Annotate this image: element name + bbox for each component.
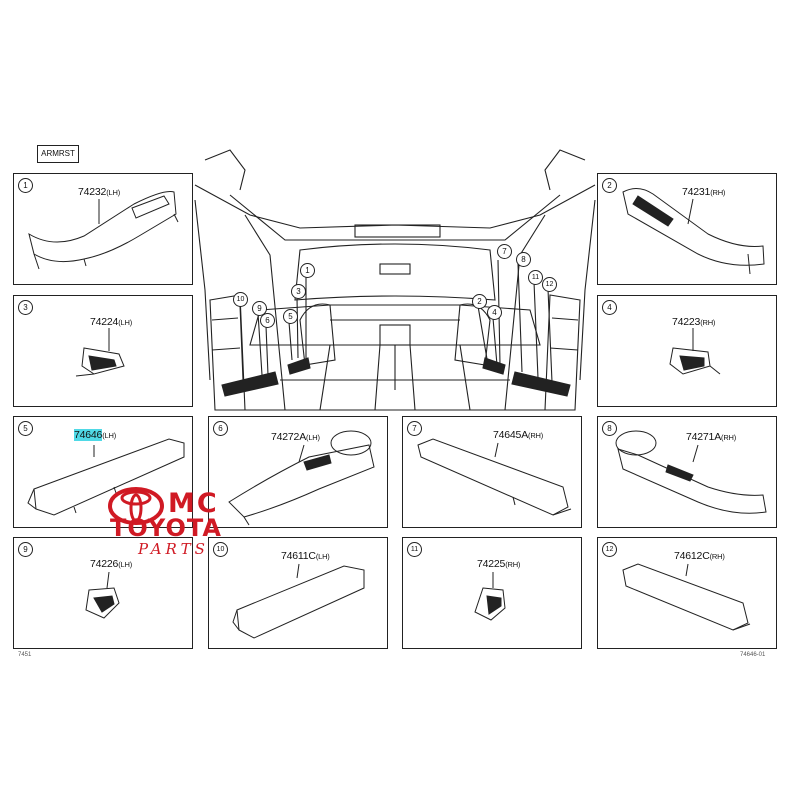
callout-10: 10 (233, 292, 248, 307)
highlighted-part-code: 74646 (74, 429, 103, 441)
panel-number: 1 (18, 178, 33, 193)
panel-number: 4 (602, 300, 617, 315)
part-number: 74225(RH) (477, 558, 521, 570)
panel-12[interactable]: 12 74612C(RH) (597, 537, 777, 649)
panel-1[interactable]: 1 74232(LH) (13, 173, 193, 285)
watermark-toyota: TOYOTA (110, 514, 222, 542)
part-number: 74226(LH) (90, 558, 132, 570)
bezel-lh-icon (75, 328, 125, 377)
callout-8: 8 (516, 252, 531, 267)
footer-left: 7451 (18, 652, 32, 658)
scuff-plate-rh-icon (417, 438, 572, 516)
callout-7: 7 (497, 244, 512, 259)
armrest-base-lh-icon (228, 430, 375, 526)
callout-11: 11 (528, 270, 543, 285)
panel-2[interactable]: 2 74231(RH) (597, 173, 777, 285)
part-number: 74224(LH) (90, 316, 132, 328)
part-number: 74223(RH) (672, 316, 716, 328)
watermark-parts: PARTS (138, 540, 209, 558)
panel-6[interactable]: 6 74272A(LH) (208, 416, 388, 528)
diagram-tag: ARMRST (37, 145, 79, 163)
panel-8[interactable]: 8 74271A(RH) (597, 416, 777, 528)
part-number: 74272A(LH) (271, 431, 320, 443)
panel-number: 5 (18, 421, 33, 436)
panel-number: 3 (18, 300, 33, 315)
callout-3: 3 (291, 284, 306, 299)
panel-5[interactable]: 5 74646(LH) (13, 416, 193, 528)
part-number: 74271A(RH) (686, 431, 737, 443)
callout-9: 9 (252, 301, 267, 316)
toyota-emblem-icon (108, 487, 164, 525)
panel-number: 8 (602, 421, 617, 436)
panel-number: 7 (407, 421, 422, 436)
armrest-base-rh-icon (615, 430, 767, 514)
cover-rh-icon (474, 572, 506, 621)
part-number: 74232(LH) (78, 186, 120, 198)
panel-number: 11 (407, 542, 422, 557)
step-cover-lh-icon (232, 563, 365, 639)
panel-10[interactable]: 10 74611C(LH) (208, 537, 388, 649)
armrest-rh-icon (622, 188, 765, 275)
callout-6: 6 (260, 313, 275, 328)
panel-7[interactable]: 7 74645A(RH) (402, 416, 582, 528)
mc-toyota-parts-watermark: MC TOYOTA PARTS (108, 487, 238, 568)
panel-number: 2 (602, 178, 617, 193)
panel-9[interactable]: 9 74226(LH) (13, 537, 193, 649)
footer-right: 74646-01 (740, 652, 766, 658)
part-number: 74645A(RH) (493, 429, 544, 441)
panel-number: 6 (213, 421, 228, 436)
panel-number: 12 (602, 542, 617, 557)
callout-1: 1 (300, 263, 315, 278)
panel-11[interactable]: 11 74225(RH) (402, 537, 582, 649)
bezel-rh-icon (669, 328, 721, 375)
callout-5: 5 (283, 309, 298, 324)
panel-3[interactable]: 3 74224(LH) (13, 295, 193, 407)
part-number: 74611C(LH) (281, 550, 330, 562)
armrest-lh-icon (28, 191, 179, 270)
part-number: 74231(RH) (682, 186, 726, 198)
callout-12: 12 (542, 277, 557, 292)
panel-4[interactable]: 4 74223(RH) (597, 295, 777, 407)
watermark-mc: MC (168, 488, 219, 519)
callout-4: 4 (487, 305, 502, 320)
part-number: 74646(LH) (74, 429, 116, 441)
scuff-plate-lh-icon (27, 438, 185, 516)
panel-number: 9 (18, 542, 33, 557)
panel-number: 10 (213, 542, 228, 557)
cover-lh-icon (85, 571, 120, 619)
step-cover-rh-icon (622, 563, 751, 631)
callout-2: 2 (472, 294, 487, 309)
part-number: 74612C(RH) (674, 550, 725, 562)
